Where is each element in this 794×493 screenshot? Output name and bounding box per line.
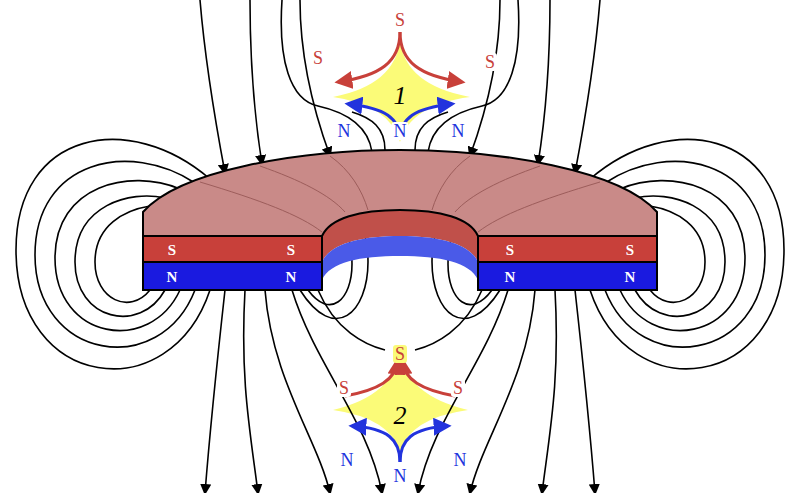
pole-label: N <box>392 122 409 140</box>
magnet-pole-label: S <box>624 243 636 258</box>
face-field-lines <box>200 156 600 232</box>
pole-label: N <box>450 122 467 140</box>
magnet-top-face <box>143 150 657 236</box>
magnet-pole-label: N <box>284 270 299 285</box>
null-region <box>333 350 468 452</box>
magnet-north-band <box>478 262 657 290</box>
pole-label: S <box>483 53 497 71</box>
field-arrows <box>338 32 462 462</box>
callout-number: 1 <box>392 83 409 109</box>
magnet-pole-label: N <box>165 270 180 285</box>
pole-label: N <box>392 467 409 485</box>
magnet-pole-label: S <box>166 243 178 258</box>
pole-label: S <box>337 379 351 397</box>
pole-label: S <box>393 345 407 363</box>
magnet-pole-label: N <box>623 270 638 285</box>
callout-number: 2 <box>392 403 409 429</box>
pole-label: N <box>339 451 356 469</box>
pole-label: S <box>311 49 325 67</box>
magnet-south-band <box>143 236 322 262</box>
magnet-north-band <box>143 262 322 290</box>
pole-label: N <box>336 122 353 140</box>
pole-label: S <box>393 11 407 29</box>
pole-label: S <box>451 379 465 397</box>
magnet-south-band <box>478 236 657 262</box>
magnet-pole-label: N <box>503 270 518 285</box>
magnet-inner-wall <box>322 236 478 280</box>
magnet-pole-label: S <box>504 243 516 258</box>
magnet-pole-label: S <box>285 243 297 258</box>
pole-label: N <box>452 451 469 469</box>
null-region <box>333 40 470 142</box>
